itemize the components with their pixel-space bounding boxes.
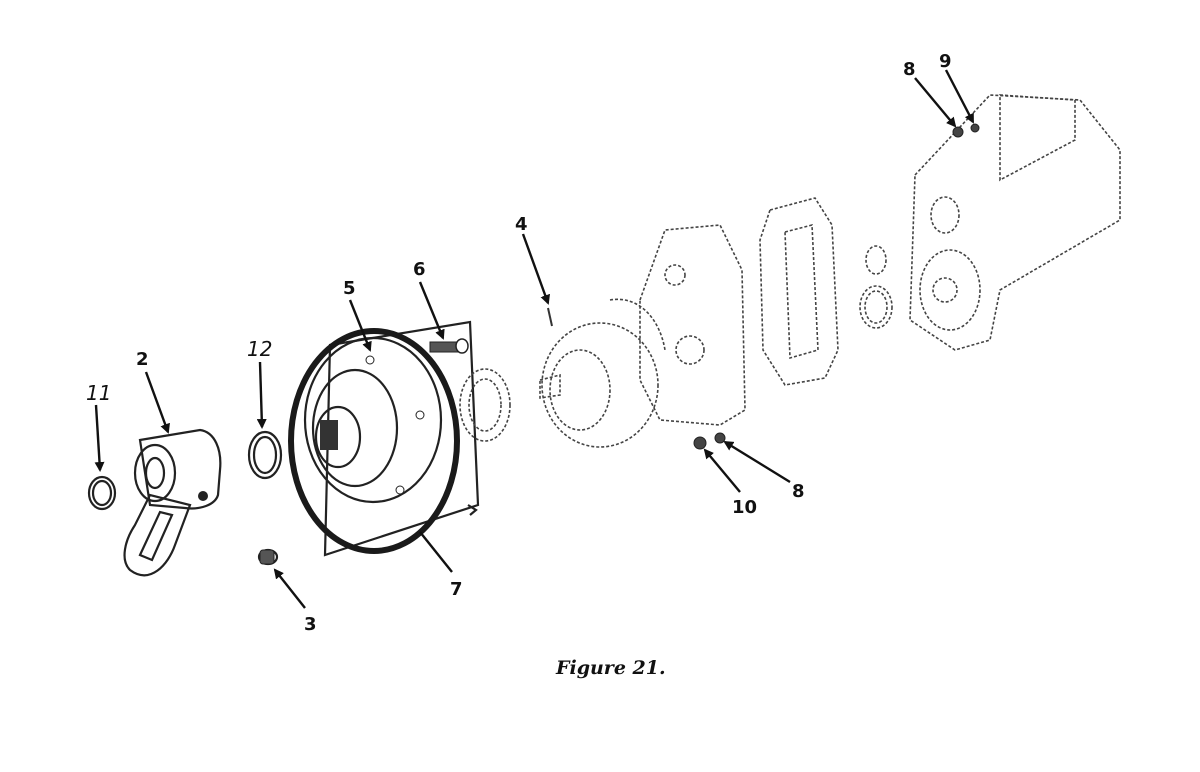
callout-8-lower: 8 <box>792 481 805 502</box>
callout-5: 5 <box>343 278 356 299</box>
callout-9: 9 <box>939 51 952 72</box>
part-5-flange-housing <box>303 320 480 557</box>
small-ring-lower <box>859 285 893 329</box>
rear-case <box>909 94 1121 351</box>
part-4-pin <box>547 307 553 327</box>
gasket <box>759 197 839 386</box>
callout-4: 4 <box>515 214 528 235</box>
part-6-bolt <box>429 338 469 354</box>
callout-7: 7 <box>450 579 463 600</box>
figure-caption: Figure 21. <box>555 657 666 679</box>
main-housing <box>539 224 746 448</box>
callout-11: 11 <box>86 381 111 405</box>
callout-8-upper: 8 <box>903 59 916 80</box>
part-8-nut-lower <box>714 432 726 444</box>
part-12-ring <box>247 430 283 480</box>
callout-3: 3 <box>304 614 317 635</box>
part-3-set-screw <box>257 548 279 566</box>
callout-6: 6 <box>413 259 426 280</box>
leader-lines <box>94 69 975 609</box>
callout-2: 2 <box>136 349 149 370</box>
part-10-nut <box>693 436 707 450</box>
part-8-nut-upper <box>952 126 964 138</box>
small-ring-upper <box>865 245 887 275</box>
callout-10: 10 <box>732 497 757 518</box>
seal <box>459 368 511 442</box>
part-2-bracket <box>123 428 222 577</box>
part-9-screw <box>970 123 980 133</box>
highlight-ring <box>288 328 460 554</box>
callout-12: 12 <box>247 337 272 361</box>
part-11-ring <box>87 475 117 511</box>
